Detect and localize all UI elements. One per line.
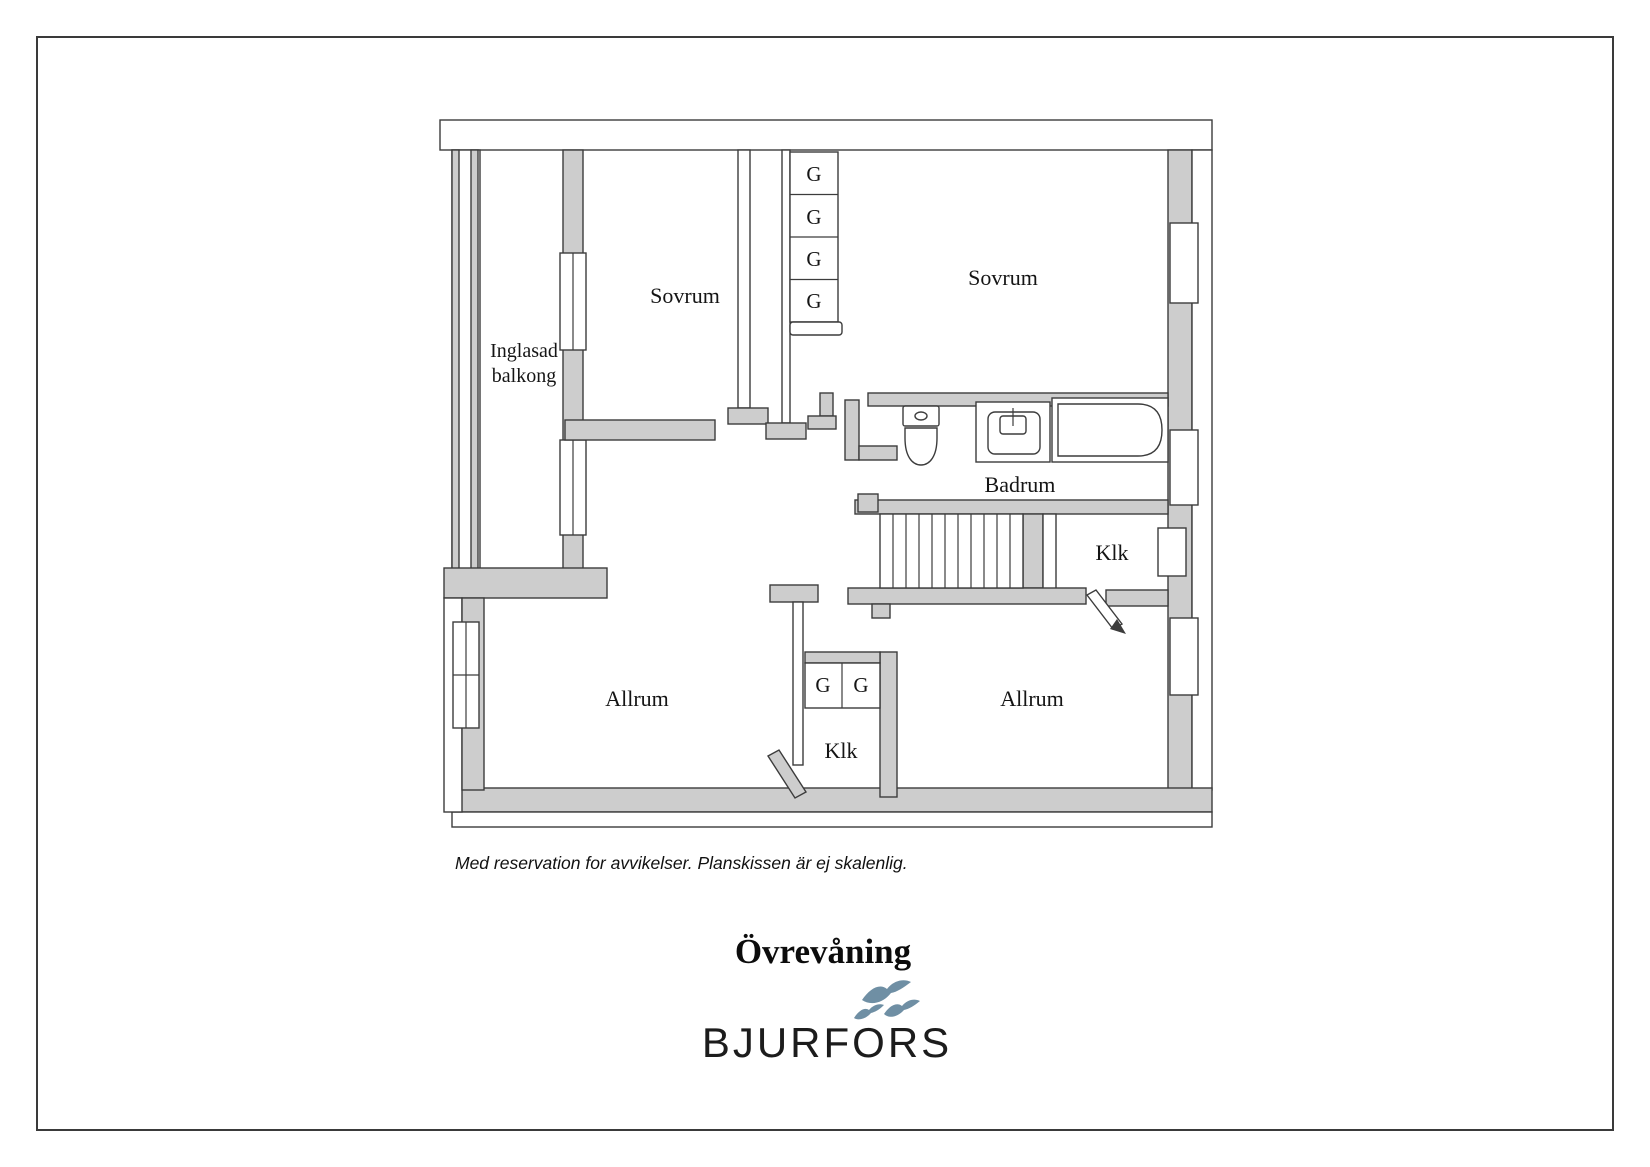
window-niche (1169, 617, 1199, 696)
badrum-door-jamb (844, 399, 860, 461)
bird-icon (854, 1004, 884, 1020)
staircase (879, 513, 1126, 634)
stair-railing-foot (871, 603, 891, 619)
room-label-badrum: Badrum (985, 472, 1056, 497)
room-label-klk-lower: Klk (825, 738, 858, 763)
brand-birds-icon (854, 980, 920, 1020)
room-label-balkong-line2: balkong (492, 365, 556, 387)
wardrobe-label-g: G (806, 162, 821, 186)
klk-radiator-niche (1157, 527, 1187, 577)
badrum-door-jamb-foot (858, 445, 898, 461)
bird-icon (884, 999, 920, 1017)
toilet-bowl (904, 427, 938, 466)
wardrobe-label-g: G (806, 289, 821, 313)
wall-cap (769, 584, 819, 603)
wall-closet (781, 149, 791, 424)
wall-sovrum-left (737, 149, 751, 409)
wall-klk-shelf (1105, 589, 1169, 607)
stair-post (857, 493, 879, 513)
wall-klk-lower-right (879, 651, 898, 798)
wardrobe-plinth (789, 321, 843, 336)
wardrobe-lip (804, 651, 881, 664)
wall-stub (807, 415, 837, 430)
room-label-balkong-line1: Inglasad (490, 340, 558, 362)
floorplan-walls (439, 119, 1213, 828)
bathtub-inner (1057, 403, 1163, 457)
wall-bottom-face (451, 811, 1213, 828)
wardrobe-label-g: G (853, 673, 868, 697)
brand-wordmark: BJURFORS (702, 1019, 952, 1066)
stair-railing (847, 587, 1087, 605)
wardrobe-label-g: G (815, 673, 830, 697)
wall-balcony-bottom (443, 567, 608, 599)
page-border (36, 36, 1614, 1131)
window-niche (1169, 222, 1199, 304)
stair-treads (892, 514, 1011, 588)
room-label-sovrum-right: Sovrum (968, 265, 1038, 290)
balcony-glass-pane (451, 149, 460, 571)
stair-flight (879, 513, 1024, 589)
wall-cap (727, 407, 769, 425)
stair-arrow-head-icon (1110, 619, 1126, 634)
brand-logo: BJURFORS (702, 980, 952, 1066)
wall-bottom (451, 787, 1213, 813)
door-leaf (767, 749, 807, 799)
wardrobe-dividers (790, 193, 838, 281)
wall-stair-top (854, 499, 1169, 515)
toilet-flush-icon (914, 411, 928, 421)
wall-klk-left (1042, 513, 1057, 591)
wall-top (439, 119, 1213, 151)
wall-cap (765, 422, 807, 440)
stair-landing (1022, 513, 1044, 589)
wall-stub (819, 392, 834, 417)
wardrobe-label-g: G (806, 247, 821, 271)
wall-mid-stem (792, 601, 804, 766)
stair-arrow-shaft (1085, 589, 1124, 630)
bird-icon (862, 980, 911, 1004)
window-niche (1169, 429, 1199, 506)
room-label-allrum-right: Allrum (1000, 686, 1064, 711)
wall-sovrum-left-bottom (564, 419, 716, 441)
wardrobe-label-g: G (806, 205, 821, 229)
room-labels: Sovrum Sovrum Inglasad balkong Badrum Kl… (490, 162, 1128, 763)
balcony-glass-pane (470, 149, 479, 571)
room-label-sovrum-left: Sovrum (650, 283, 720, 308)
floor-title: Övrevåning (735, 932, 912, 971)
room-label-allrum-left: Allrum (605, 686, 669, 711)
window-pane-line (453, 622, 479, 728)
bathroom-fixtures (902, 397, 1169, 466)
disclaimer-text: Med reservation for avvikelser. Planskis… (455, 853, 908, 873)
room-label-klk-upper: Klk (1096, 540, 1129, 565)
